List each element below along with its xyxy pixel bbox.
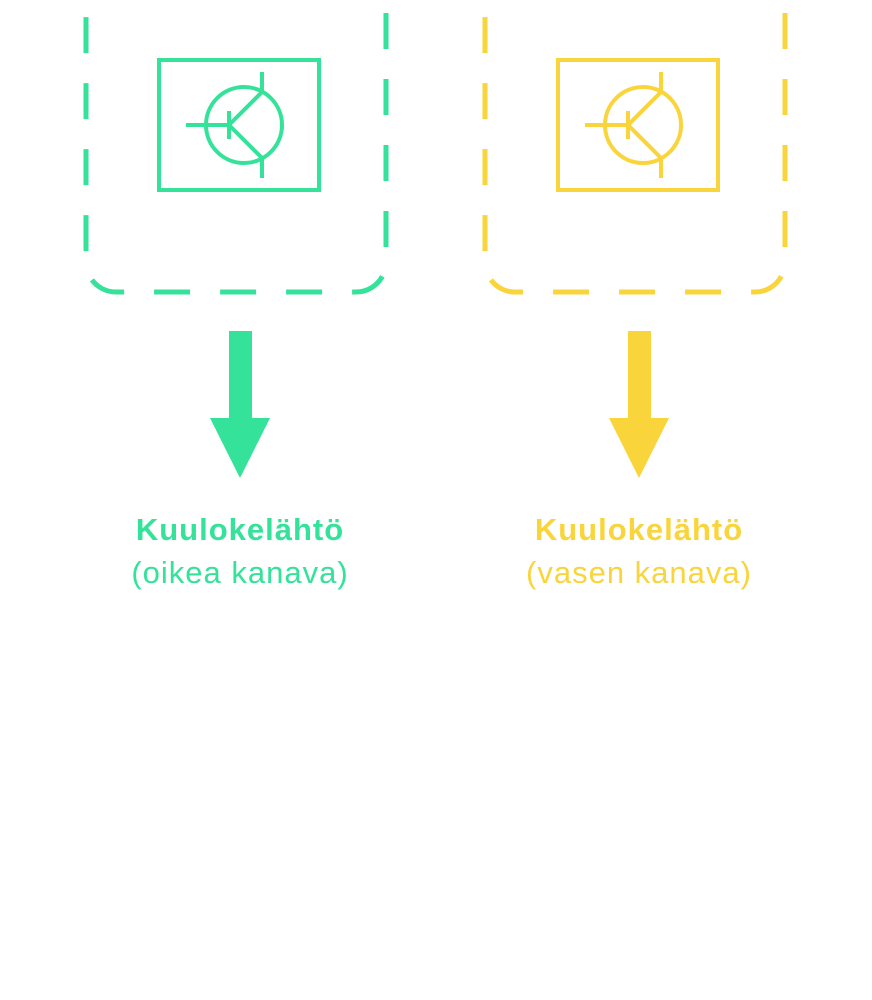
transistor-icon xyxy=(157,58,321,192)
dashed-container xyxy=(482,0,788,295)
right-channel-subtitle: (oikea kanava) xyxy=(131,555,349,590)
left-channel-group xyxy=(482,0,788,478)
down-arrow-icon xyxy=(609,331,669,478)
left-channel-title: Kuulokelähtö xyxy=(534,512,744,547)
left-channel-subtitle: (vasen kanava) xyxy=(526,555,752,590)
right-channel-title: Kuulokelähtö xyxy=(135,512,345,547)
down-arrow-icon xyxy=(210,331,270,478)
dashed-container xyxy=(83,0,389,295)
right-channel-group xyxy=(83,0,389,478)
transistor-icon xyxy=(556,58,720,192)
